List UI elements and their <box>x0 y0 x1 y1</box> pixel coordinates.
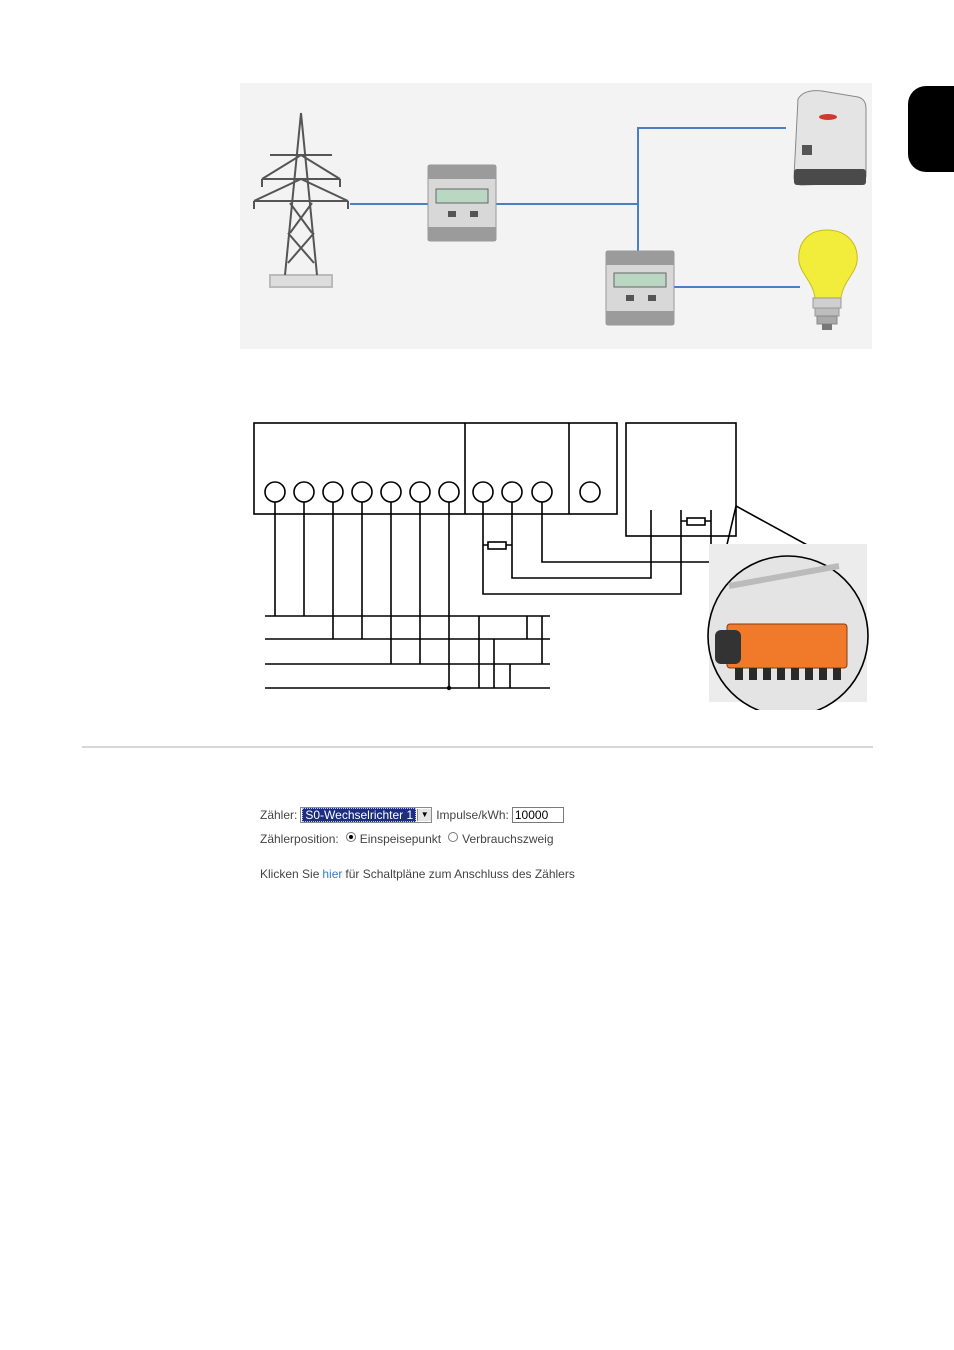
grid-connection-diagram <box>240 83 872 349</box>
meter-terminal-block <box>253 422 618 515</box>
chevron-down-icon[interactable]: ▼ <box>417 809 432 821</box>
power-lines <box>350 127 800 288</box>
help-prefix: Klicken Sie <box>260 867 320 881</box>
meter-select[interactable]: S0-Wechselrichter 1 ▼ <box>300 807 433 823</box>
position-label: Zählerposition: <box>260 832 339 846</box>
radio-feed-in-point[interactable] <box>345 832 356 842</box>
section-divider <box>82 746 873 748</box>
radio-label-consumption-branch[interactable]: Verbrauchszweig <box>462 832 554 846</box>
section-tab <box>908 86 954 172</box>
meter-select-value: S0-Wechselrichter 1 <box>302 808 417 822</box>
connector-photo <box>707 544 869 710</box>
help-text: Klicken Sie hier für Schaltpläne zum Ans… <box>260 865 575 883</box>
wiring-diagrams-link[interactable]: hier <box>322 867 343 881</box>
inverter-icon <box>793 90 867 186</box>
meter-terminals <box>264 481 601 503</box>
resistor <box>686 517 706 526</box>
radio-consumption-branch[interactable] <box>448 832 459 842</box>
impulses-input[interactable] <box>511 807 564 823</box>
radio-label-feed-in-point[interactable]: Einspeisepunkt <box>359 832 442 846</box>
wiring-schematic <box>253 422 869 710</box>
light-bulb-icon <box>798 229 858 330</box>
meter-label: Zähler: <box>260 808 298 822</box>
help-suffix: für Schaltpläne zum Anschluss des Zähler… <box>345 867 575 881</box>
resistor <box>487 541 507 550</box>
energy-meter-icon <box>427 164 497 242</box>
energy-meter-icon <box>605 250 675 326</box>
meter-position-row: Zählerposition: Einspeisepunkt Verbrauch… <box>260 830 554 848</box>
diagram-background <box>240 83 872 349</box>
power-pylon-icon <box>253 112 349 288</box>
impulses-label: Impulse/kWh: <box>436 808 509 822</box>
meter-settings-row: Zähler: S0-Wechselrichter 1 ▼ Impulse/kW… <box>260 806 564 824</box>
